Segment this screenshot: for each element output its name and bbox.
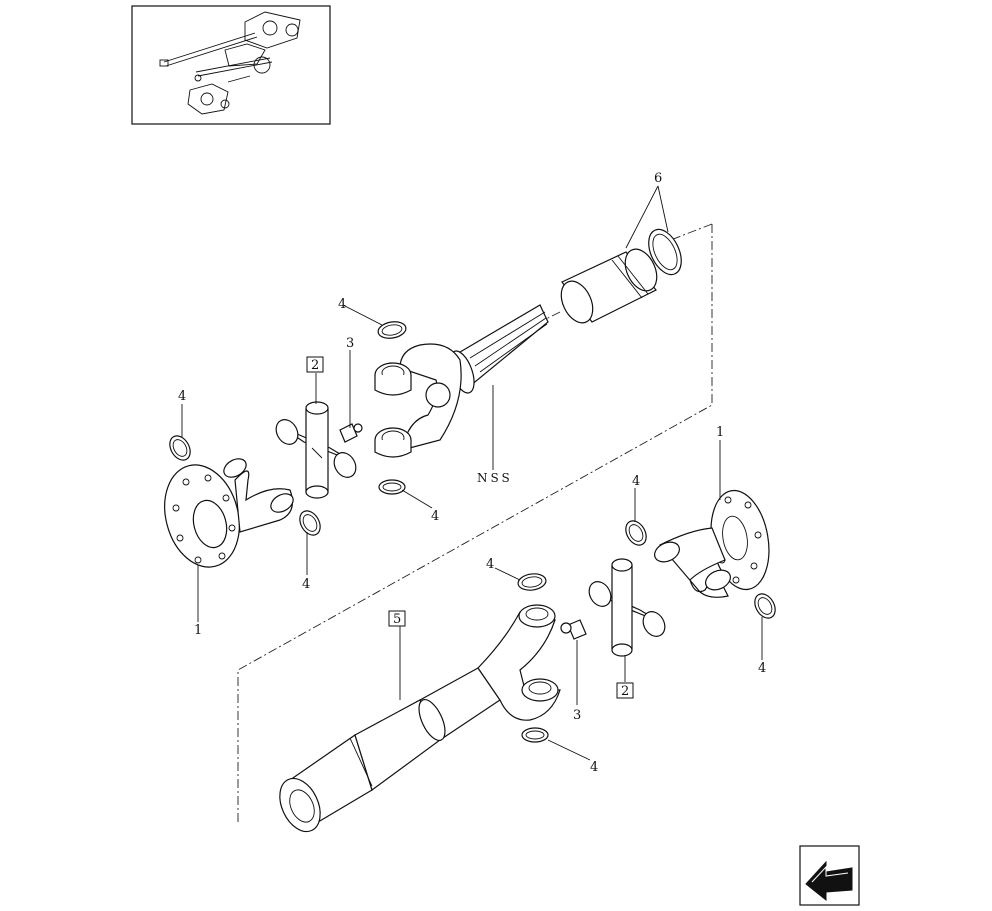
callout-4-a: 4 [178, 389, 186, 404]
callout-4-g: 4 [486, 557, 494, 572]
callout-4-h: 4 [590, 760, 598, 775]
snap-ring-left-b[interactable] [296, 507, 325, 539]
callout-4-b: 4 [338, 297, 346, 312]
ring-part[interactable] [642, 224, 688, 279]
leader-lines [181, 185, 763, 761]
callout-3-top: 3 [346, 336, 354, 351]
back-arrow-icon[interactable] [799, 845, 860, 906]
callout-4-d: 4 [302, 577, 310, 592]
snap-ring-lower-b[interactable] [521, 727, 549, 743]
flange-yoke-left[interactable] [154, 455, 297, 575]
callout-2-top: 2 [311, 358, 319, 373]
tube-part[interactable] [555, 244, 663, 328]
flange-yoke-right[interactable] [651, 486, 776, 598]
callout-5: 5 [393, 612, 401, 627]
snap-ring-lower-a[interactable] [517, 572, 547, 592]
snap-ring-right-b[interactable] [751, 590, 780, 622]
callout-2-bottom-box [616, 682, 634, 699]
splined-yoke-shaft[interactable] [374, 304, 549, 458]
universal-cross-lower[interactable] [585, 558, 669, 657]
callout-6: 6 [654, 171, 662, 186]
callout-4-c: 4 [431, 509, 439, 524]
callout-labels: 1 1 2 2 3 3 4 4 4 4 4 4 4 4 5 6 NSS [178, 171, 766, 775]
snap-ring-left-a[interactable] [166, 432, 195, 464]
callout-5-box [388, 610, 406, 627]
snap-ring-upper-b[interactable] [378, 479, 406, 495]
callout-2-top-box [306, 356, 324, 373]
slip-yoke-shaft[interactable] [272, 604, 561, 838]
nss-label: NSS [477, 471, 513, 485]
assembly-thumbnail-icon[interactable] [131, 5, 331, 125]
callout-4-f: 4 [758, 661, 766, 676]
snap-ring-right-a[interactable] [622, 517, 651, 549]
universal-cross-upper[interactable] [272, 401, 360, 499]
grease-fitting-lower[interactable] [560, 619, 587, 640]
snap-ring-upper-a[interactable] [377, 320, 407, 341]
callout-3-bottom: 3 [573, 708, 581, 723]
callout-2-bottom: 2 [621, 684, 629, 699]
grease-fitting-upper[interactable] [339, 423, 363, 443]
callout-1-right: 1 [716, 425, 724, 440]
callout-4-e: 4 [632, 474, 640, 489]
callout-1-left: 1 [194, 623, 202, 638]
